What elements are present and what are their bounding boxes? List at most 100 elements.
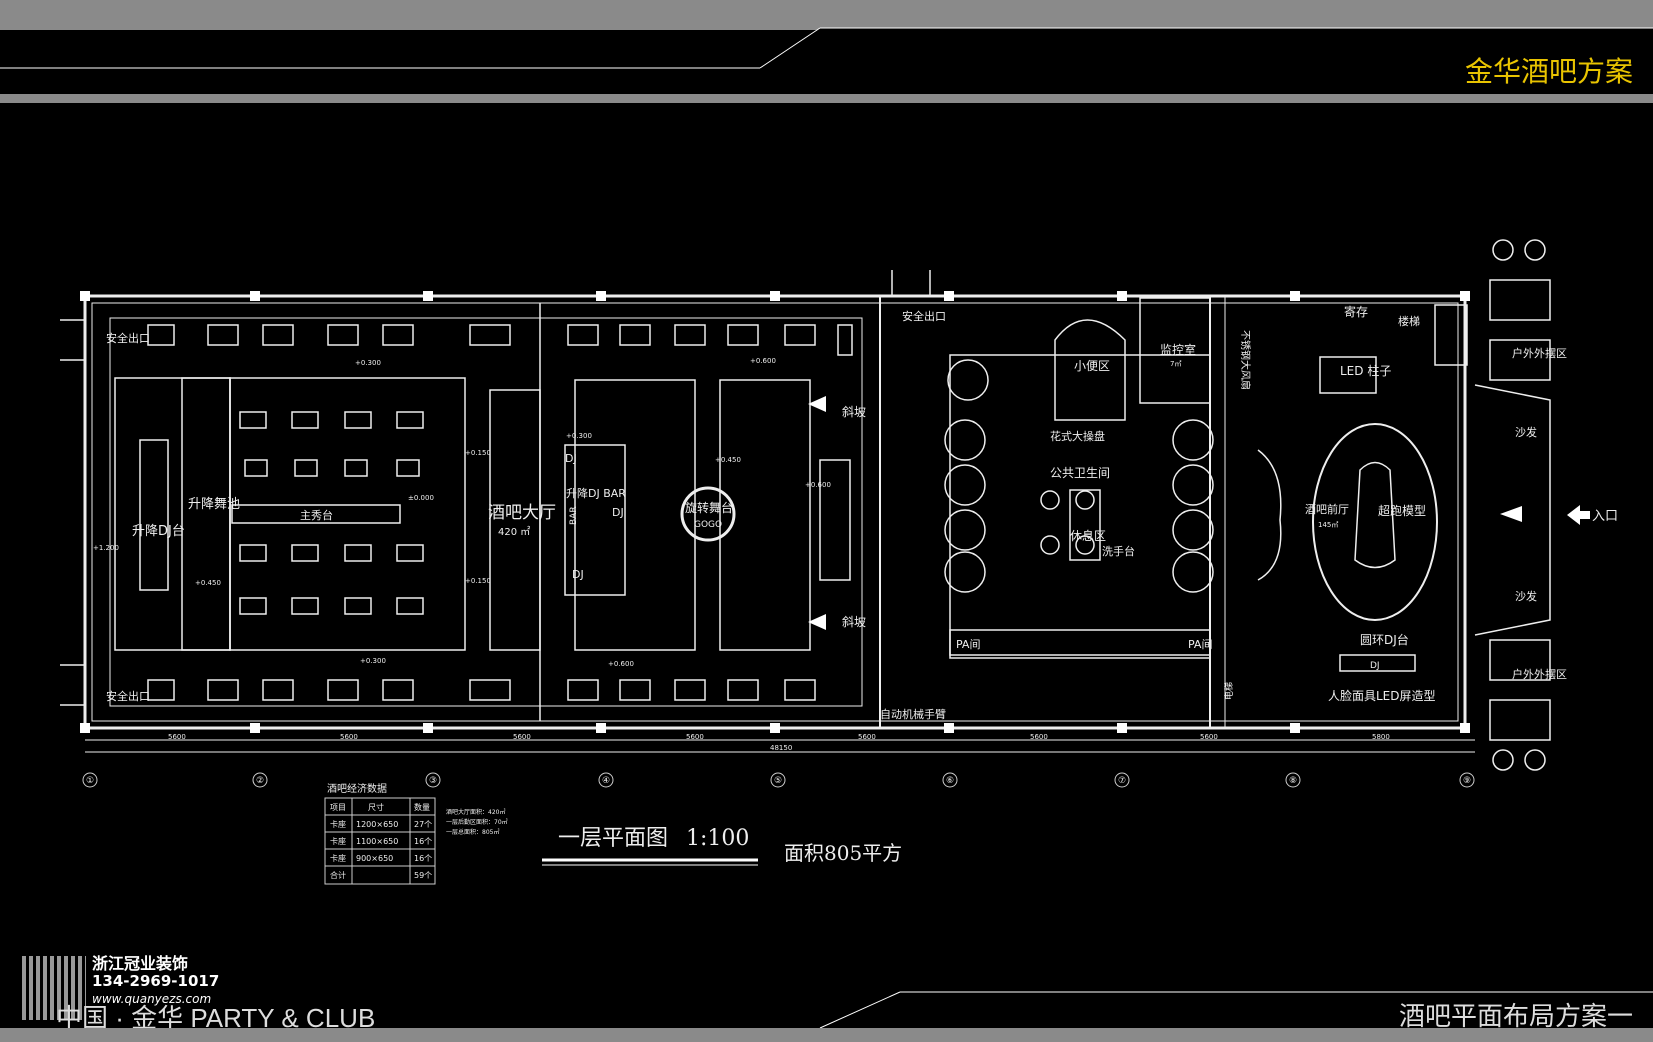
label-front-hall: 酒吧前厅 bbox=[1305, 502, 1349, 516]
dim-4: 5600 bbox=[686, 733, 704, 741]
label-storage: 寄存 bbox=[1344, 304, 1368, 319]
stats-row-total-item: 合计 bbox=[330, 870, 346, 880]
label-sofa-2: 沙发 bbox=[1515, 589, 1537, 603]
stats-header-size: 尺寸 bbox=[368, 802, 384, 812]
label-car-model: 超跑模型 bbox=[1378, 503, 1426, 518]
axis-8: ⑧ bbox=[1289, 776, 1297, 786]
stats-row-total-qty: 59个 bbox=[414, 871, 432, 880]
entrance-arrow bbox=[1567, 505, 1590, 525]
elev-1200: +1.200 bbox=[93, 544, 119, 552]
label-bar-hall: 酒吧大厅 bbox=[488, 503, 556, 523]
booths-bottom bbox=[147, 679, 816, 701]
label-dj-box: DJ bbox=[1370, 661, 1380, 671]
stats-header-qty: 数量 bbox=[414, 802, 430, 812]
plan-scale: 1:100 bbox=[686, 826, 749, 851]
company-name: 浙江冠业装饰 bbox=[92, 954, 189, 973]
label-dj-stage: 升降DJ台 bbox=[132, 524, 185, 539]
label-public-restroom: 公共卫生间 bbox=[1050, 466, 1110, 480]
label-dj-2: DJ bbox=[612, 506, 624, 519]
label-cut-island: 花式大操盘 bbox=[1050, 429, 1105, 443]
elev-600b: +0.600 bbox=[608, 660, 634, 668]
top-band bbox=[0, 0, 1653, 30]
label-small-restroom: 小便区 bbox=[1074, 359, 1110, 373]
label-ring-dj: 圆环DJ台 bbox=[1360, 632, 1409, 647]
label-bar-hall-area: 420 ㎡ bbox=[498, 526, 530, 538]
label-pa-2: PA间 bbox=[1188, 638, 1212, 651]
elev-bottom: +0.300 bbox=[360, 657, 386, 665]
page-title: 金华酒吧方案 bbox=[1464, 55, 1633, 88]
label-sink: 洗手台 bbox=[1102, 544, 1135, 558]
car-platform bbox=[1312, 423, 1438, 621]
elev-600c: +0.600 bbox=[805, 481, 831, 489]
axis-1: ① bbox=[86, 776, 94, 786]
stats-row-3-item: 卡座 bbox=[330, 853, 346, 863]
dim-6: 5600 bbox=[1030, 733, 1048, 741]
axis-4: ④ bbox=[602, 776, 610, 786]
label-dj-bar: 升降DJ BAR bbox=[566, 486, 626, 500]
elev-000: ±0.000 bbox=[408, 494, 434, 502]
dim-8: 5800 bbox=[1372, 733, 1390, 741]
stats-note-3: 一层总面积：805㎡ bbox=[446, 828, 499, 836]
dim-1: 5600 bbox=[168, 733, 186, 741]
stats-table-title: 酒吧经济数据 bbox=[327, 782, 387, 795]
label-outdoor-2: 户外外摆区 bbox=[1512, 667, 1567, 681]
company-phone: 134-2969-1017 bbox=[92, 972, 220, 990]
dim-3: 5600 bbox=[513, 733, 531, 741]
main-stage bbox=[231, 504, 401, 524]
label-monitor-room: 监控室 bbox=[1160, 342, 1196, 357]
label-entrance: 入口 bbox=[1592, 509, 1618, 524]
label-pa-1: PA间 bbox=[956, 638, 980, 651]
stats-row-1-item: 卡座 bbox=[330, 819, 346, 829]
label-ramp-1: 斜坡 bbox=[842, 405, 866, 419]
stats-note-1: 酒吧大厅面积：420㎡ bbox=[446, 808, 505, 816]
label-face-led: 人脸面具LED屏造型 bbox=[1328, 689, 1436, 703]
plan-caption: 一层平面图 bbox=[558, 826, 668, 851]
top-band-lower bbox=[0, 94, 1653, 103]
dim-total: 48150 bbox=[770, 744, 792, 752]
label-ramp-2: 斜坡 bbox=[842, 615, 866, 629]
elev-300c: +0.300 bbox=[566, 432, 592, 440]
qr-code-icon[interactable] bbox=[22, 956, 86, 1020]
dim-2: 5600 bbox=[340, 733, 358, 741]
label-stainless-duct: 不锈钢大风扇 bbox=[1239, 330, 1252, 390]
stats-table: 酒吧经济数据 项目 尺寸 数量 卡座 1200×650 27个 卡座 1100×… bbox=[324, 782, 508, 885]
label-safety-exit-bl: 安全出口 bbox=[106, 689, 150, 703]
label-safety-exit-mid: 安全出口 bbox=[902, 309, 946, 323]
label-safety-exit-tl: 安全出口 bbox=[106, 331, 150, 345]
axis-6: ⑥ bbox=[946, 776, 954, 786]
elev-top: +0.300 bbox=[355, 359, 381, 367]
label-main-stage: 主秀台 bbox=[300, 508, 333, 522]
axis-9: ⑨ bbox=[1463, 776, 1471, 786]
header-shape bbox=[0, 27, 1653, 94]
label-bar-vertical: BAR bbox=[569, 506, 579, 525]
label-monitor-area: 7㎡ bbox=[1170, 360, 1181, 368]
elev-600a: +0.600 bbox=[750, 357, 776, 365]
label-lift: 电梯 bbox=[1223, 682, 1235, 700]
axis-numbers: ① ② ③ ④ ⑤ ⑥ ⑦ ⑧ ⑨ bbox=[86, 776, 1471, 786]
stats-note-2: 一层后勤区面积：70㎡ bbox=[446, 818, 508, 826]
stats-row-3-size: 900×650 bbox=[356, 854, 393, 863]
stats-row-2-qty: 16个 bbox=[414, 837, 432, 846]
label-dance-pool: 升降舞池 bbox=[188, 497, 240, 512]
label-stairs: 楼梯 bbox=[1398, 314, 1420, 328]
booths-top bbox=[147, 324, 853, 356]
elev-150b: +0.150 bbox=[465, 577, 491, 585]
footer-right-text: 酒吧平面布局方案一 bbox=[1398, 1002, 1633, 1032]
label-sofa-1: 沙发 bbox=[1515, 425, 1537, 439]
stats-header-item: 项目 bbox=[330, 803, 346, 812]
axis-2: ② bbox=[256, 776, 264, 786]
elev-450: +0.450 bbox=[195, 579, 221, 587]
elev-450b: +0.450 bbox=[715, 456, 741, 464]
dimension-labels: 5600 5600 5600 5600 5600 5600 5600 5800 … bbox=[168, 733, 1390, 752]
label-mech-arm: 自动机械手臂 bbox=[880, 707, 946, 721]
dim-5: 5600 bbox=[858, 733, 876, 741]
columns bbox=[80, 291, 1470, 733]
company-website[interactable]: www.quanyezs.com bbox=[92, 992, 212, 1006]
label-dj-3: DJ bbox=[572, 568, 584, 581]
axis-5: ⑤ bbox=[774, 776, 782, 786]
led-column bbox=[1319, 356, 1377, 394]
label-dj-1: DJ bbox=[565, 452, 577, 465]
axis-7: ⑦ bbox=[1118, 776, 1126, 786]
plan-area: 面积805平方 bbox=[784, 841, 902, 865]
